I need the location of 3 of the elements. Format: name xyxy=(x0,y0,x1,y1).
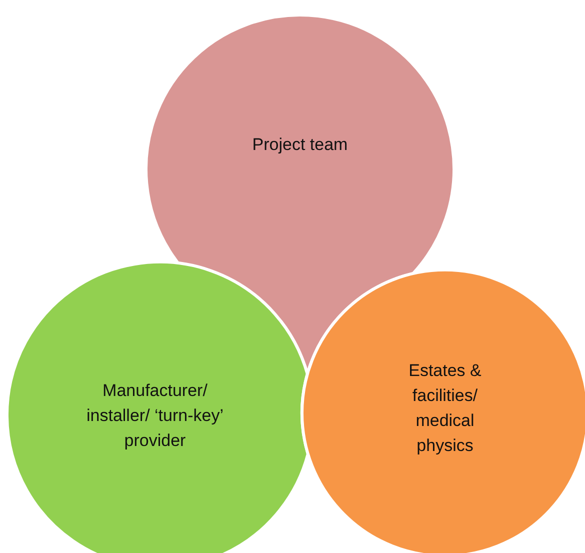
circle-label: Project team xyxy=(251,134,349,156)
circle-label: Estates & facilities/ medical physics xyxy=(408,360,482,457)
circle-label: Manufacturer/ installer/ ‘turn-key’ provider xyxy=(86,380,224,452)
